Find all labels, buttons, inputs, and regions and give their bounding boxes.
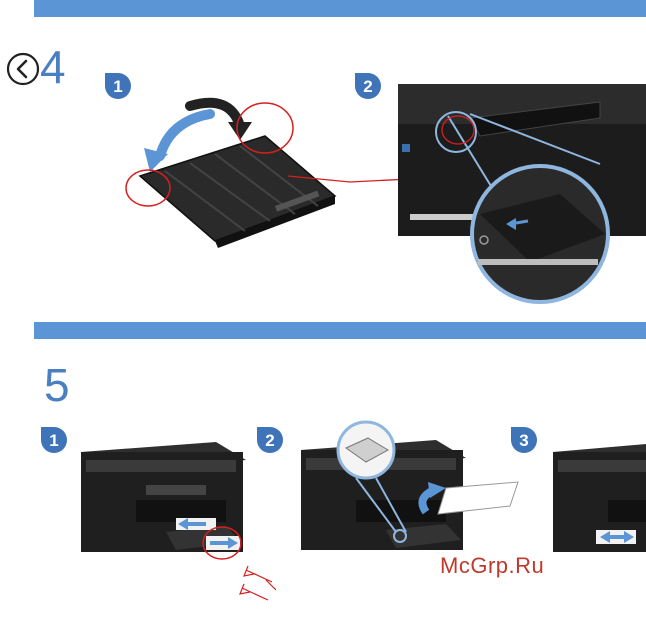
printer-illustration-3 — [548, 430, 646, 560]
printer-illustration-1 — [76, 430, 276, 610]
output-tray-illustration — [120, 96, 350, 256]
back-button[interactable] — [6, 52, 40, 86]
substep-badge-1: 1 — [40, 426, 68, 454]
printer-illustration-2 — [296, 420, 526, 560]
section-divider-top — [34, 0, 646, 17]
watermark: McGrp.Ru — [440, 553, 544, 579]
step-number-5: 5 — [44, 362, 70, 408]
chevron-left-circle-icon — [6, 52, 40, 86]
substep-badge-label: 1 — [40, 426, 68, 454]
section-divider-middle — [34, 322, 646, 339]
step-number-4: 4 — [40, 44, 66, 90]
printer-detail-illustration — [330, 84, 646, 304]
